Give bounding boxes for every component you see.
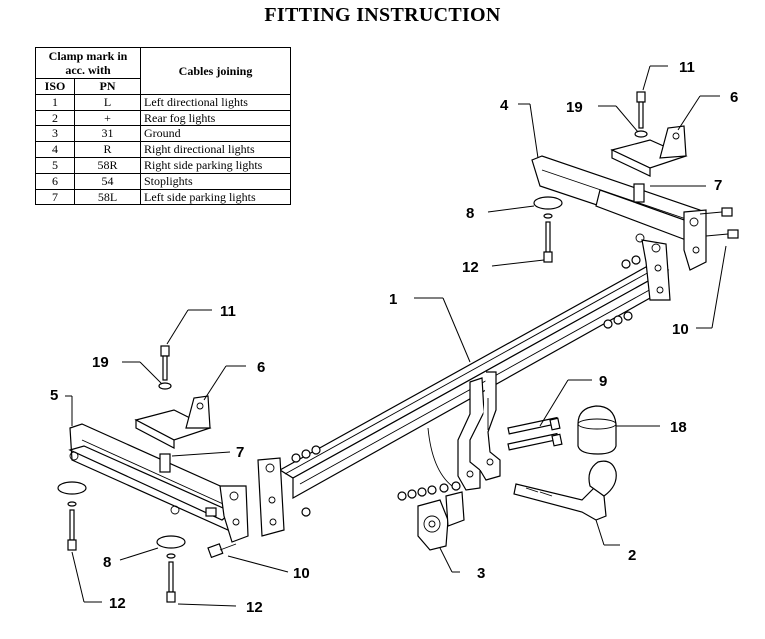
cables-joining-header: Cables joining [140,47,291,95]
callout-5: 5 [50,387,58,404]
page-title: FITTING INSTRUCTION [264,4,501,26]
callout-2: 2 [628,547,636,564]
left-washer-8-outer [57,481,87,551]
callout-6-left: 6 [257,359,265,376]
left-side-bracket [68,423,249,543]
callout-10-right: 10 [672,321,689,338]
cable-joining-table: Clamp mark in acc. with Cables joining I… [35,47,291,206]
beam-left-end-plate [257,457,285,537]
bolt-set-9 [507,416,563,451]
callout-1: 1 [389,291,397,308]
towbar-mounting-bracket [427,371,501,491]
ball-neck [513,460,617,521]
ball-cap [577,405,617,455]
table-header-row: Clamp mark in acc. with Cables joining [35,47,291,95]
left-bolt-11 [160,345,170,381]
callout-8-right: 8 [466,205,474,222]
callout-8-left: 8 [103,554,111,571]
left-washer-8-inner [156,535,186,603]
callout-6-right: 6 [730,89,738,106]
callout-12-left-inner: 12 [246,599,263,616]
callout-labels: 1 2 3 4 5 6 6 7 7 8 8 9 10 10 11 11 12 1… [50,59,738,616]
table-subheader-row: ISO PN [35,78,291,95]
left-washer-19 [158,382,172,390]
clamp-mark-header: Clamp mark in acc. with [35,47,141,79]
callout-10-left: 10 [293,565,310,582]
nut-cluster-beam-left [291,445,321,517]
callout-11-right: 11 [679,59,695,76]
callout-9: 9 [599,373,607,390]
right-side-bolts-10 [699,207,739,239]
callout-7-right: 7 [714,177,722,194]
leader-lines [65,65,727,607]
left-spacer-7 [159,453,171,473]
left-side-bolts-10 [205,507,237,559]
right-washer-19 [634,130,648,138]
callout-19-left: 19 [92,354,109,371]
right-side-bracket [531,155,707,271]
callout-18: 18 [670,419,687,436]
callout-11-left: 11 [220,303,236,320]
callout-4: 4 [500,97,509,114]
pn-header: PN [74,78,141,95]
callout-3: 3 [477,565,485,582]
table-row: 2+Rear fog lights [35,109,291,127]
right-lower-washer-8 [533,196,563,219]
nut-cluster-beam-right [603,255,641,329]
socket-plate [417,491,465,551]
left-clamp-plate [134,395,212,449]
callout-19-right: 19 [566,99,583,116]
right-bolt-11 [636,91,646,129]
beam-right-end-plate [641,239,671,301]
callout-12-left-outer: 12 [109,595,126,612]
nut-cluster-center [397,481,461,501]
right-spacer-7 [633,183,645,203]
right-lower-bolt-12 [543,221,553,263]
callout-12-right: 12 [462,259,479,276]
callout-7-left: 7 [236,444,244,461]
right-clamp-plate [610,125,688,177]
